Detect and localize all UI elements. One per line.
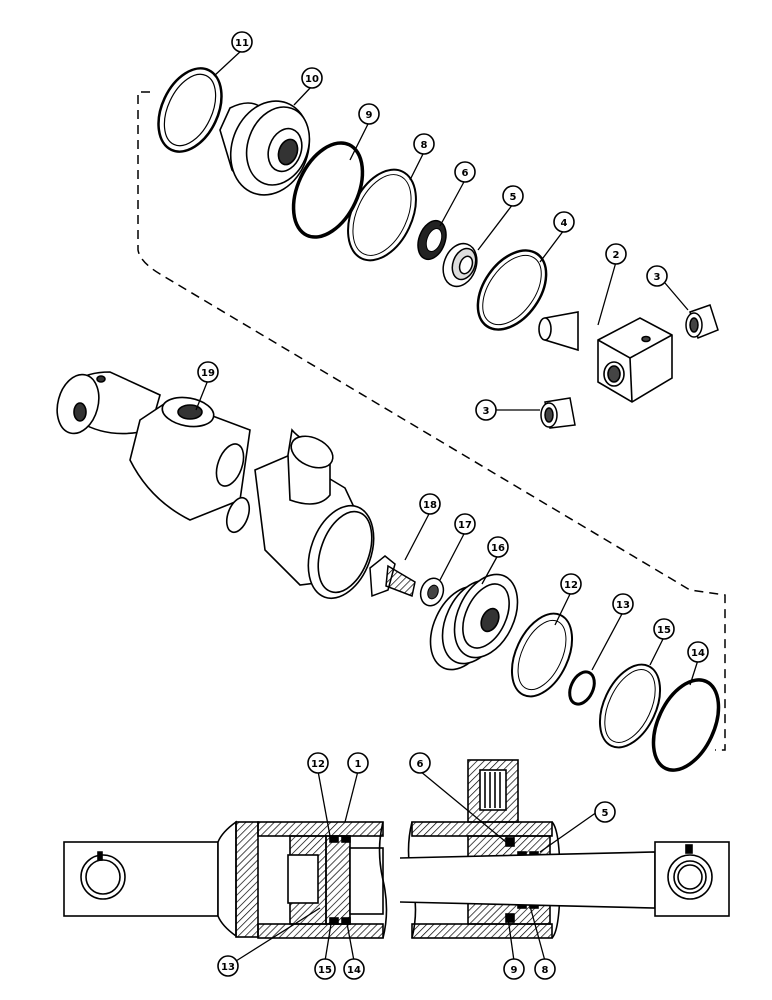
part-11-snap-ring (157, 67, 223, 153)
svg-text:2: 2 (613, 250, 620, 261)
callout-6: 6 (454, 161, 476, 183)
callout-12: 12 (560, 573, 582, 595)
part-17-washer (419, 577, 445, 607)
svg-text:12: 12 (564, 580, 578, 591)
svg-text:18: 18 (423, 500, 437, 511)
svg-text:16: 16 (491, 543, 505, 554)
callout-9: 9 (358, 103, 380, 125)
svg-text:8: 8 (542, 965, 549, 976)
callout-4: 4 (553, 211, 575, 233)
callout-10: 10 (301, 67, 323, 89)
part-15-backup-ring (598, 663, 662, 749)
part-5-wiper (442, 242, 478, 288)
svg-text:13: 13 (221, 962, 235, 973)
svg-text:14: 14 (691, 648, 705, 659)
svg-text:8: 8 (421, 140, 428, 151)
svg-text:17: 17 (458, 520, 472, 531)
cross-section-view (63, 759, 730, 939)
part-19-barrel (56, 371, 375, 600)
assembly-guide-line (137, 91, 726, 751)
callout-19: 19 (197, 361, 219, 383)
callout-15: 15 (653, 618, 675, 640)
part-3-bushing-right (685, 304, 719, 339)
svg-text:10: 10 (305, 74, 319, 85)
callout-2: 2 (605, 243, 627, 265)
part-14-o-ring (651, 678, 721, 772)
svg-text:19: 19 (201, 368, 215, 379)
callout-9-section: 9 (503, 958, 525, 980)
svg-text:6: 6 (462, 168, 469, 179)
svg-text:11: 11 (235, 38, 249, 49)
callout-17: 17 (454, 513, 476, 535)
callout-14-section: 14 (343, 958, 365, 980)
part-2-pin-and-block (538, 311, 673, 403)
callout-8: 8 (413, 133, 435, 155)
svg-text:5: 5 (510, 192, 517, 203)
callout-18: 18 (419, 493, 441, 515)
svg-text:1: 1 (355, 759, 362, 770)
part-16-piston (429, 573, 519, 671)
callout-11: 11 (231, 31, 253, 53)
svg-text:9: 9 (511, 965, 518, 976)
leader-lines (195, 49, 699, 962)
part-4-retaining-ring (476, 249, 548, 331)
callout-13: 13 (612, 593, 634, 615)
svg-text:3: 3 (654, 272, 661, 283)
callout-1-section: 1 (347, 752, 369, 774)
callout-12-section: 12 (307, 752, 329, 774)
callout-16: 16 (487, 536, 509, 558)
part-18-bolt (369, 555, 416, 598)
part-13-o-ring (568, 670, 596, 706)
part-6-rod-seal (417, 219, 447, 261)
callout-3-right: 3 (646, 265, 668, 287)
callout-5: 5 (502, 185, 524, 207)
svg-text:12: 12 (311, 759, 325, 770)
svg-text:5: 5 (602, 808, 609, 819)
part-8-backup-ring (347, 168, 417, 262)
svg-text:15: 15 (318, 965, 332, 976)
svg-text:15: 15 (657, 625, 671, 636)
svg-text:6: 6 (417, 759, 424, 770)
callout-8-section: 8 (534, 958, 556, 980)
svg-text:14: 14 (347, 965, 361, 976)
part-3-bushing-lower (540, 397, 576, 429)
callout-3-lower: 3 (475, 399, 497, 421)
callout-14: 14 (687, 641, 709, 663)
callout-5-section: 5 (594, 801, 616, 823)
part-12-wear-ring (510, 612, 574, 698)
part-10-gland (219, 100, 311, 196)
svg-text:4: 4 (561, 218, 568, 229)
svg-text:13: 13 (616, 600, 630, 611)
svg-text:9: 9 (366, 110, 373, 121)
callout-6-section: 6 (409, 752, 431, 774)
callout-15-section: 15 (314, 958, 336, 980)
svg-text:3: 3 (483, 406, 490, 417)
callout-13-section: 13 (217, 955, 239, 977)
